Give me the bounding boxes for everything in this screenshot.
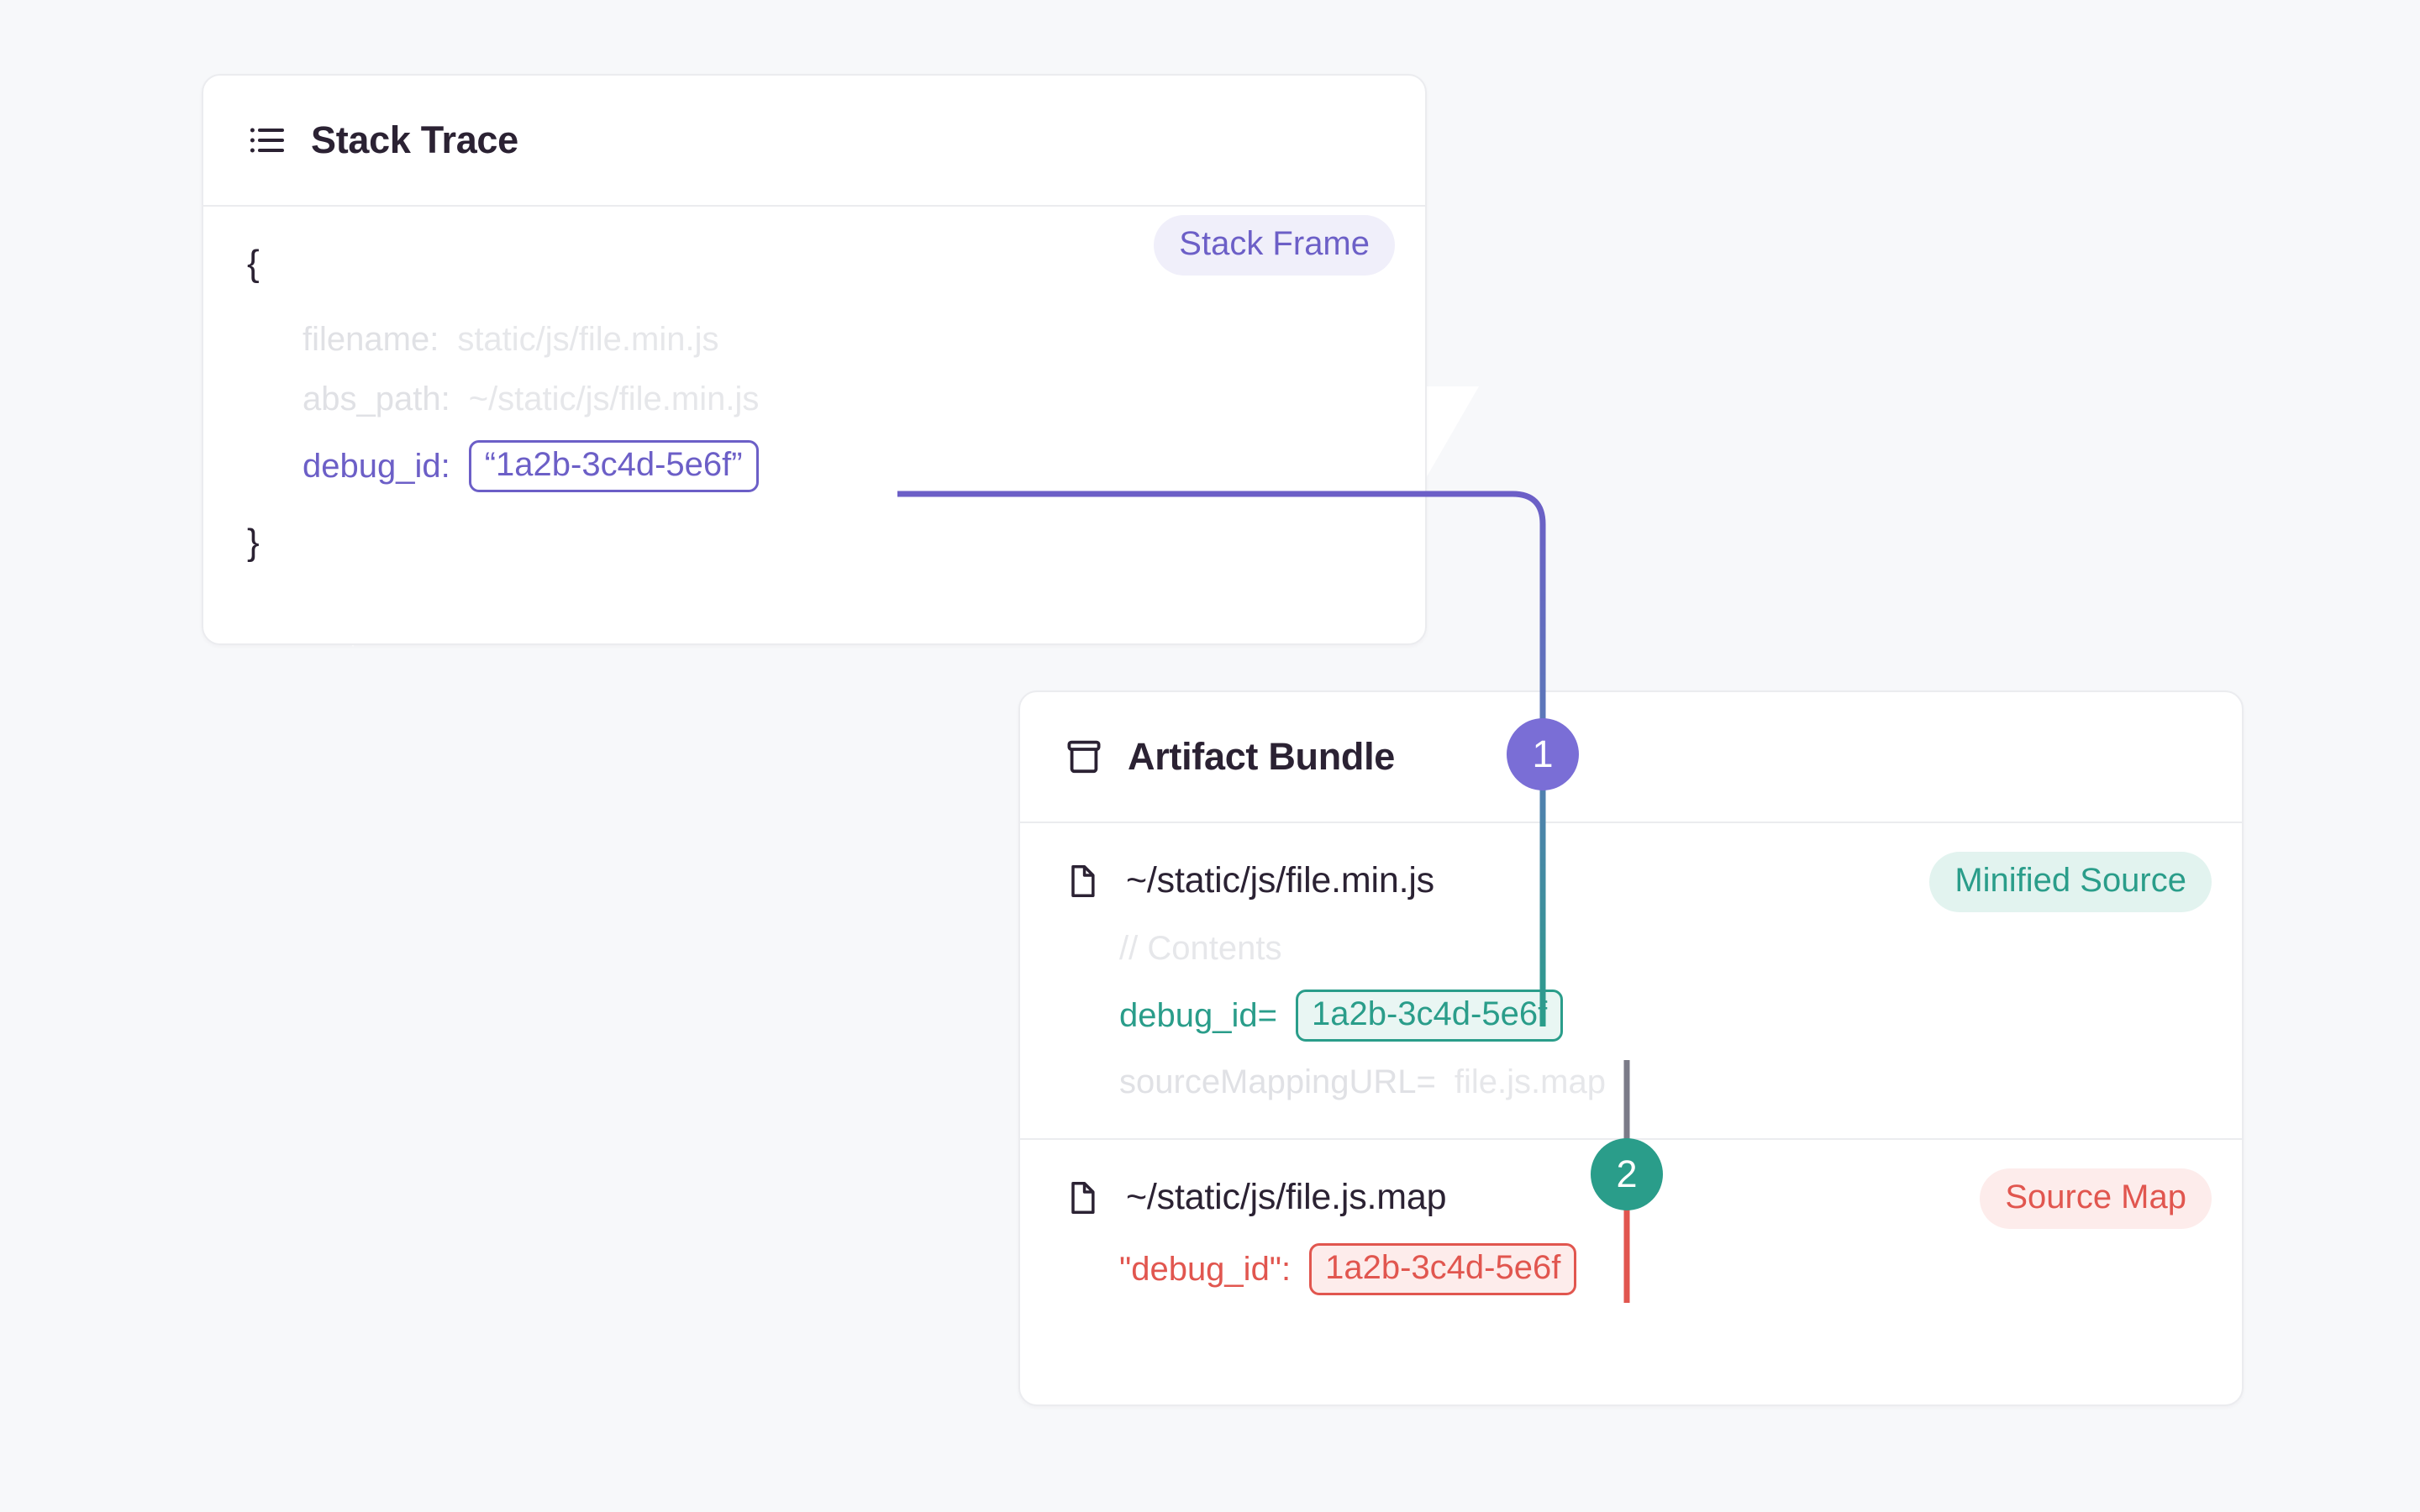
stack-frame-debug-id-row: debug_id: “1a2b-3c4d-5e6f” [247,440,1381,492]
source-mapping-url-value: file.js.map [1454,1063,1606,1100]
archive-box-icon [1064,737,1104,777]
minified-debug-id-key: debug_id= [1119,996,1277,1034]
stack-frame-abs-path-row: abs_path: ~/static/js/file.min.js [247,381,1381,418]
source-mapping-url-key: sourceMappingURL= [1119,1063,1436,1100]
document-icon [1064,1179,1101,1216]
minified-source-mapping-url-row: sourceMappingURL= file.js.map [1064,1063,2198,1101]
step-badge-1: 1 [1507,718,1579,790]
list-icon [247,120,287,160]
stack-frame-filename-row: filename: static/js/file.min.js [247,321,1381,359]
open-brace: { [247,243,260,284]
stack-trace-title: Stack Trace [311,118,518,161]
artifact-bundle-title: Artifact Bundle [1128,735,1396,778]
filename-value: static/js/file.min.js [457,321,719,358]
source-map-debug-id-key: "debug_id": [1119,1250,1292,1288]
artifact-bundle-header: Artifact Bundle [1020,692,2242,823]
artifact-bundle-card: Artifact Bundle Minified Source ~/static… [1018,690,2244,1406]
json-open-brace-line: { [247,245,1381,282]
source-map-debug-id-row: "debug_id": 1a2b-3c4d-5e6f [1064,1243,2198,1295]
source-map-badge: Source Map [1980,1168,2212,1229]
stack-frame-badge: Stack Frame [1154,215,1395,276]
debug-id-key: debug_id: [302,447,450,485]
document-icon [1064,863,1101,900]
debug-id-value-chip[interactable]: “1a2b-3c4d-5e6f” [468,440,759,492]
abs-path-key: abs_path: [302,381,450,417]
abs-path-value: ~/static/js/file.min.js [468,381,760,417]
artifact-file-minified-source: Minified Source ~/static/js/file.min.js … [1020,823,2242,1101]
source-map-debug-id-value-chip[interactable]: 1a2b-3c4d-5e6f [1309,1243,1577,1295]
minified-source-contents-comment-row: // Contents [1064,930,2198,968]
stack-trace-header: Stack Trace [203,76,1425,207]
filename-key: filename: [302,321,439,358]
source-map-path: ~/static/js/file.js.map [1126,1177,1447,1217]
contents-comment: // Contents [1119,930,1282,967]
minified-source-path: ~/static/js/file.min.js [1126,860,1434,900]
stack-trace-card: Stack Trace Stack Frame { filename: stat… [202,74,1427,645]
close-brace: } [247,522,260,563]
minified-debug-id-value-chip[interactable]: 1a2b-3c4d-5e6f [1295,990,1564,1042]
minified-source-badge: Minified Source [1929,852,2212,912]
minified-source-debug-id-row: debug_id= 1a2b-3c4d-5e6f [1064,990,2198,1042]
step-badge-2: 2 [1591,1138,1663,1210]
json-close-brace-line: } [247,524,1381,561]
stack-trace-body: Stack Frame { filename: static/js/file.m… [203,207,1425,561]
